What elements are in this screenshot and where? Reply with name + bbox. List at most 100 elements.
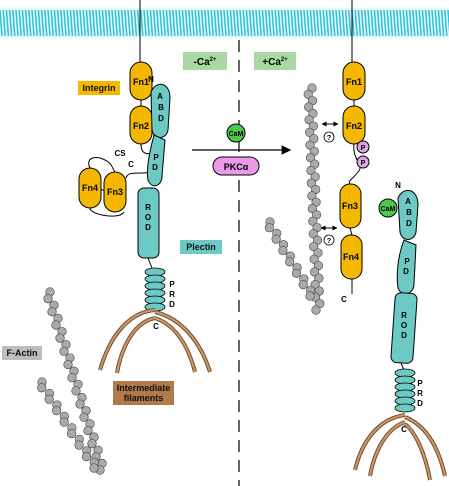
membrane-stripe bbox=[133, 9, 138, 37]
actin-bead bbox=[309, 254, 319, 264]
membrane-stripe bbox=[220, 9, 224, 37]
membrane-stripe bbox=[156, 9, 160, 37]
membrane-stripe bbox=[271, 9, 275, 37]
membrane-stripe bbox=[268, 9, 272, 37]
membrane-stripe bbox=[69, 9, 74, 37]
membrane-stripe bbox=[28, 9, 32, 37]
abd-right-letter: A bbox=[405, 197, 411, 206]
membrane-stripe bbox=[168, 9, 173, 37]
membrane-stripe bbox=[418, 9, 422, 37]
membrane-stripe bbox=[76, 9, 80, 37]
if-label-line1: Intermediate bbox=[116, 383, 171, 393]
membrane-stripe bbox=[82, 9, 86, 37]
actin-bead bbox=[310, 267, 320, 277]
c-terminal-plectin-right: C bbox=[401, 425, 407, 434]
membrane-stripe bbox=[146, 9, 150, 37]
membrane-stripe bbox=[5, 9, 10, 37]
actin-bead bbox=[43, 293, 53, 304]
membrane-stripe bbox=[172, 9, 176, 37]
membrane-stripe bbox=[21, 9, 26, 37]
membrane-stripe bbox=[399, 9, 403, 37]
membrane-stripe bbox=[328, 9, 333, 37]
membrane-stripe bbox=[367, 9, 371, 37]
prd-left-letter: R bbox=[169, 290, 175, 299]
membrane-stripe bbox=[316, 9, 320, 37]
cam-center bbox=[226, 123, 246, 143]
integrin-right bbox=[339, 0, 366, 294]
rod-right-letter: O bbox=[401, 321, 407, 330]
actin-bead bbox=[306, 165, 316, 176]
c-terminal-plectin-left: C bbox=[153, 322, 159, 331]
actin-bead bbox=[44, 394, 54, 404]
membrane-stripe bbox=[396, 9, 400, 37]
membrane-stripe bbox=[2, 9, 6, 37]
membrane-stripe bbox=[280, 9, 285, 37]
prd-left-letter: P bbox=[169, 280, 175, 289]
c-terminal-integrin-right: C bbox=[341, 295, 347, 304]
f-actin-label-text: F-Actin bbox=[6, 348, 38, 358]
membrane-stripe bbox=[440, 9, 445, 37]
actin-bead bbox=[47, 307, 57, 317]
actin-bead bbox=[304, 115, 314, 125]
abd-right-letter: D bbox=[406, 219, 412, 228]
cs-label: CS bbox=[114, 149, 126, 158]
membrane-stripe bbox=[248, 9, 253, 37]
question-bottom bbox=[323, 234, 335, 246]
fn3-left: Fn3 bbox=[107, 187, 123, 197]
prd-left-letter: D bbox=[169, 300, 175, 309]
actin-bead bbox=[303, 89, 313, 99]
actin-bead bbox=[307, 203, 317, 214]
membrane-stripe bbox=[338, 9, 342, 37]
abd-left-letter: B bbox=[158, 103, 164, 112]
condition-left-label: -Ca2+ bbox=[194, 57, 217, 68]
membrane-stripe bbox=[136, 9, 141, 37]
membrane-stripe bbox=[216, 9, 221, 37]
membrane-stripe bbox=[370, 9, 374, 37]
fn1-right: Fn1 bbox=[346, 77, 362, 87]
membrane-stripe bbox=[261, 9, 266, 37]
membrane-stripe bbox=[79, 9, 83, 37]
actin-bead bbox=[305, 291, 315, 301]
membrane-stripe bbox=[373, 9, 378, 37]
actin-bead bbox=[308, 229, 318, 239]
membrane-stripe bbox=[63, 9, 67, 37]
membrane-stripe bbox=[312, 9, 317, 37]
membrane-stripe bbox=[181, 9, 186, 37]
intermediate-filaments-left bbox=[98, 308, 212, 374]
actin-bead bbox=[59, 346, 69, 356]
membrane-stripe bbox=[165, 9, 170, 37]
membrane-stripe bbox=[341, 9, 346, 37]
membrane-stripe bbox=[210, 9, 214, 37]
prd-right-letter: P bbox=[417, 379, 423, 388]
membrane-stripe bbox=[50, 9, 54, 37]
actin-bead bbox=[75, 399, 85, 409]
actin-bead bbox=[291, 268, 302, 278]
membrane-stripe bbox=[284, 9, 288, 37]
pd-left-letter: D bbox=[152, 163, 158, 172]
pkc-label: PKCα bbox=[224, 162, 249, 172]
abd-right-letter: B bbox=[406, 208, 412, 217]
n-terminal-left: N bbox=[148, 75, 154, 84]
actin-bead bbox=[309, 241, 319, 252]
membrane-stripe bbox=[428, 9, 432, 37]
membrane-stripe bbox=[159, 9, 163, 37]
membrane-stripe bbox=[437, 9, 442, 37]
membrane-stripe bbox=[255, 9, 259, 37]
pd-right-letter: P bbox=[404, 257, 410, 266]
membrane-stripe bbox=[140, 9, 144, 37]
membrane-stripe bbox=[184, 9, 189, 37]
membrane-stripe bbox=[306, 9, 310, 37]
membrane-stripe bbox=[303, 9, 307, 37]
actin-bead bbox=[305, 153, 316, 163]
membrane-stripe bbox=[293, 9, 298, 37]
membrane-stripe bbox=[85, 9, 90, 37]
actin-bead bbox=[308, 216, 318, 226]
actin-bead bbox=[307, 191, 317, 201]
f-actin-left bbox=[37, 287, 107, 475]
actin-bead bbox=[51, 320, 61, 330]
actin-bead bbox=[306, 178, 317, 188]
membrane-stripe bbox=[24, 9, 29, 37]
actin-bead bbox=[83, 425, 93, 436]
membrane-stripe bbox=[18, 9, 22, 37]
membrane-stripe bbox=[88, 9, 93, 37]
